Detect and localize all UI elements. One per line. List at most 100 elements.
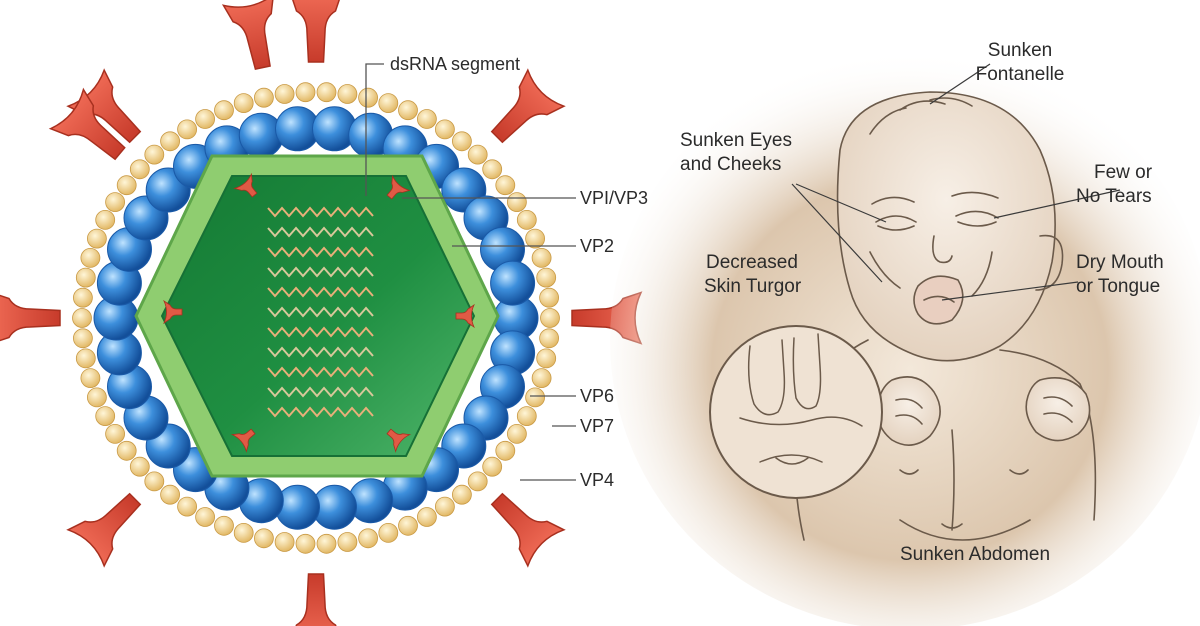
vp7-bead (434, 496, 455, 517)
dsrna-strand (267, 246, 374, 258)
vp7-bead (495, 440, 516, 461)
vp7-bead (73, 328, 93, 349)
dsrna-strand (267, 206, 374, 218)
dsrna-strand (267, 326, 374, 338)
vp7-bead (87, 228, 107, 249)
vp7-bead (295, 82, 316, 103)
vp4-spike (289, 573, 343, 626)
vp7-bead (253, 87, 274, 108)
vp7-bead (295, 533, 316, 554)
label-dry-mouth-2: or Tongue (1076, 276, 1160, 297)
vp7-bead (95, 406, 116, 427)
vp7-bead (253, 528, 274, 549)
dsrna-strand (267, 406, 374, 418)
vp7-bead (539, 328, 559, 349)
vp7-bead (358, 528, 379, 549)
vp7-bead (274, 84, 295, 104)
annotation-lines (791, 63, 1121, 301)
dsrna-segments (267, 206, 374, 418)
dehydration-signs-illustration: Sunken Fontanelle Sunken Eyes and Cheeks… (610, 40, 1200, 626)
vp7-bead (129, 159, 150, 180)
vp4-spike (478, 69, 565, 156)
vp7-bead (398, 100, 418, 121)
vp7-bead (129, 456, 150, 477)
vp7-bead (177, 496, 198, 517)
vp7-bead (144, 471, 165, 492)
dsrna-strand (267, 266, 374, 278)
dsrna-strand (267, 386, 374, 398)
vp7-bead (75, 348, 96, 369)
rotavirus-diagram: dsRNA segment VPI/VP3 VP2 VP6 VP7 VP4 (0, 0, 648, 626)
vp7-bead-ring (72, 82, 560, 554)
label-vp7: VP7 (580, 416, 614, 436)
label-few-tears-1: Few or (1094, 162, 1153, 183)
vp7-bead (536, 267, 557, 288)
vp7-bead (540, 308, 560, 328)
vp7-bead (516, 209, 537, 230)
dsrna-strand (267, 226, 374, 238)
vp7-bead (536, 348, 557, 369)
vp4-spike (289, 0, 343, 63)
label-skin-turgor-2: Skin Turgor (704, 276, 802, 297)
vp4-spike (478, 480, 565, 567)
vp7-bead (467, 144, 488, 165)
vp7-bead (105, 192, 125, 213)
vp7-bead (72, 308, 92, 328)
vp7-bead (73, 287, 93, 308)
vp7-bead (233, 93, 254, 113)
label-sunken-eyes-2: and Cheeks (680, 154, 781, 175)
vp7-bead (80, 368, 101, 389)
vp7-bead (378, 93, 399, 113)
vp7-bead (525, 228, 545, 249)
label-sunken-fontanelle-2: Fontanelle (976, 64, 1065, 85)
vp7-bead (274, 532, 295, 552)
vp7-bead (337, 532, 358, 552)
vp4-spike (0, 291, 61, 345)
vp7-bead (378, 523, 399, 543)
vp7-bead (116, 175, 137, 196)
label-sunken-abdomen: Sunken Abdomen (900, 544, 1050, 565)
skin-turgor-inset (709, 325, 883, 499)
vp6-sphere (490, 260, 536, 306)
vp7-bead (95, 209, 116, 230)
vp4-spike (67, 480, 154, 567)
leader-lines (365, 63, 576, 481)
vp7-bead (87, 387, 107, 408)
vp7-bead (316, 82, 337, 103)
vp7-bead (105, 423, 125, 444)
vp7-bead (160, 131, 181, 152)
vp7-bead (116, 440, 137, 461)
label-few-tears-2: No Tears (1076, 186, 1152, 207)
vp7-bead (495, 175, 516, 196)
vp7-bead (434, 119, 455, 140)
label-dry-mouth-1: Dry Mouth (1076, 252, 1164, 273)
vp7-bead (233, 523, 254, 543)
vp7-bead (416, 109, 437, 129)
label-dsrna-segment: dsRNA segment (390, 54, 520, 74)
vp7-bead (358, 87, 379, 108)
vp7-bead (160, 484, 181, 505)
vp7-bead (539, 287, 559, 308)
vp7-bead (467, 471, 488, 492)
label-sunken-eyes-1: Sunken Eyes (680, 130, 792, 151)
vp7-bead (214, 515, 234, 536)
vp7-bead (516, 406, 537, 427)
dsrna-strand (267, 346, 374, 358)
vp7-bead (214, 100, 234, 121)
vp7-bead (337, 84, 358, 104)
vp7-bead (195, 109, 216, 129)
vp7-bead (398, 515, 418, 536)
dsrna-strand (267, 366, 374, 378)
vp7-bead (451, 131, 472, 152)
vp7-bead (75, 267, 96, 288)
label-sunken-fontanelle-1: Sunken (988, 40, 1052, 61)
vp7-bead (507, 192, 527, 213)
vp6-sphere-ring (93, 106, 539, 530)
label-vp4: VP4 (580, 470, 614, 490)
dsrna-strand (267, 286, 374, 298)
label-skin-turgor-1: Decreased (706, 252, 798, 273)
vp7-bead (525, 387, 545, 408)
vp7-bead (451, 484, 472, 505)
label-vp6: VP6 (580, 386, 614, 406)
